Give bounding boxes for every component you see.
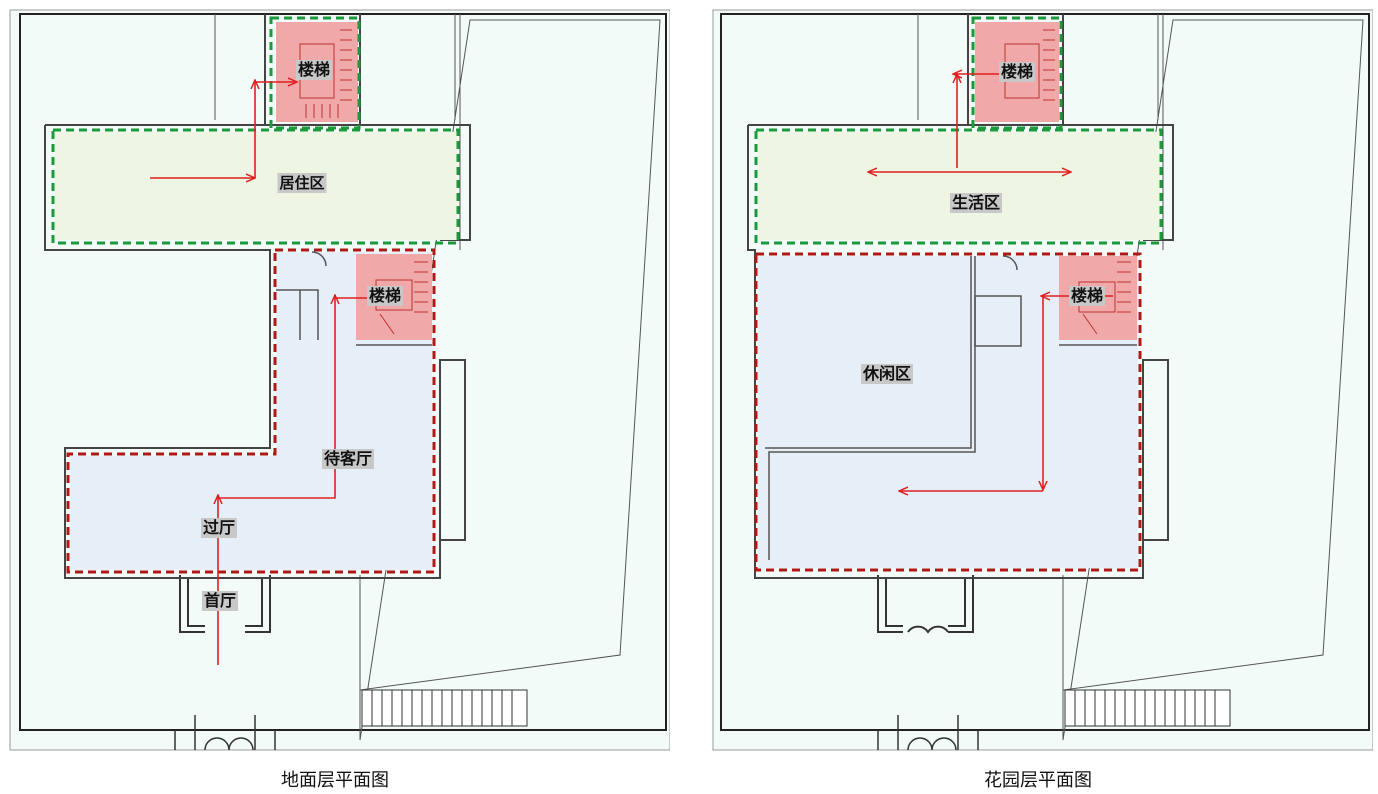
site-boundary xyxy=(720,13,1370,731)
leisure-zone-border xyxy=(754,252,1142,572)
label-leisure-zone: 休闲区 xyxy=(860,364,914,384)
outdoor-stairs xyxy=(361,689,528,727)
label-entrance-hall: 首厅 xyxy=(201,591,239,611)
interior-walls xyxy=(765,255,1137,560)
label-stair-top: 楼梯 xyxy=(295,60,333,80)
ground-floor-plan-panel: 楼梯 居住区 楼梯 待客厅 过厅 首厅 地面层平面图 xyxy=(0,0,670,794)
interior-walls xyxy=(276,251,432,346)
outdoor-stairs xyxy=(1064,689,1231,727)
stair-top-detail xyxy=(1004,29,1055,101)
stair-mid-detail xyxy=(1078,261,1131,335)
label-passage-hall: 过厅 xyxy=(200,518,238,538)
stair-top-detail xyxy=(299,29,352,118)
label-stair-mid: 楼梯 xyxy=(1068,286,1106,306)
structure-lines xyxy=(917,14,1364,741)
site-boundary xyxy=(19,13,667,731)
label-life-zone: 生活区 xyxy=(949,193,1003,213)
structure-lines xyxy=(214,14,661,741)
entrance-porch-walls xyxy=(877,575,974,634)
garden-floor-plan-drawing xyxy=(712,9,1373,751)
label-living-zone: 居住区 xyxy=(277,173,327,193)
stair-zone-top-border xyxy=(971,16,1063,130)
ground-floor-plan-drawing xyxy=(9,9,670,751)
label-stair-mid: 楼梯 xyxy=(366,286,404,306)
garden-floor-plan-panel: 楼梯 生活区 楼梯 休闲区 花园层平面图 xyxy=(703,0,1373,794)
stair-zone-top-border xyxy=(269,16,361,130)
label-stair-top: 楼梯 xyxy=(998,62,1036,82)
front-gate xyxy=(174,715,276,751)
caption-ground-floor: 地面层平面图 xyxy=(281,770,389,791)
label-reception: 待客厅 xyxy=(321,449,375,469)
outdoor-stair-treads xyxy=(371,690,513,726)
front-gate xyxy=(877,715,979,751)
life-zone-border xyxy=(754,128,1163,245)
caption-garden-floor: 花园层平面图 xyxy=(984,770,1092,791)
life-zone-fill xyxy=(758,132,1160,240)
reception-zone-border xyxy=(66,248,436,574)
entrance-porch-walls xyxy=(179,575,271,633)
living-zone-fill xyxy=(55,132,457,240)
outdoor-stair-treads xyxy=(1074,690,1216,726)
reception-zone-fill xyxy=(70,252,432,570)
